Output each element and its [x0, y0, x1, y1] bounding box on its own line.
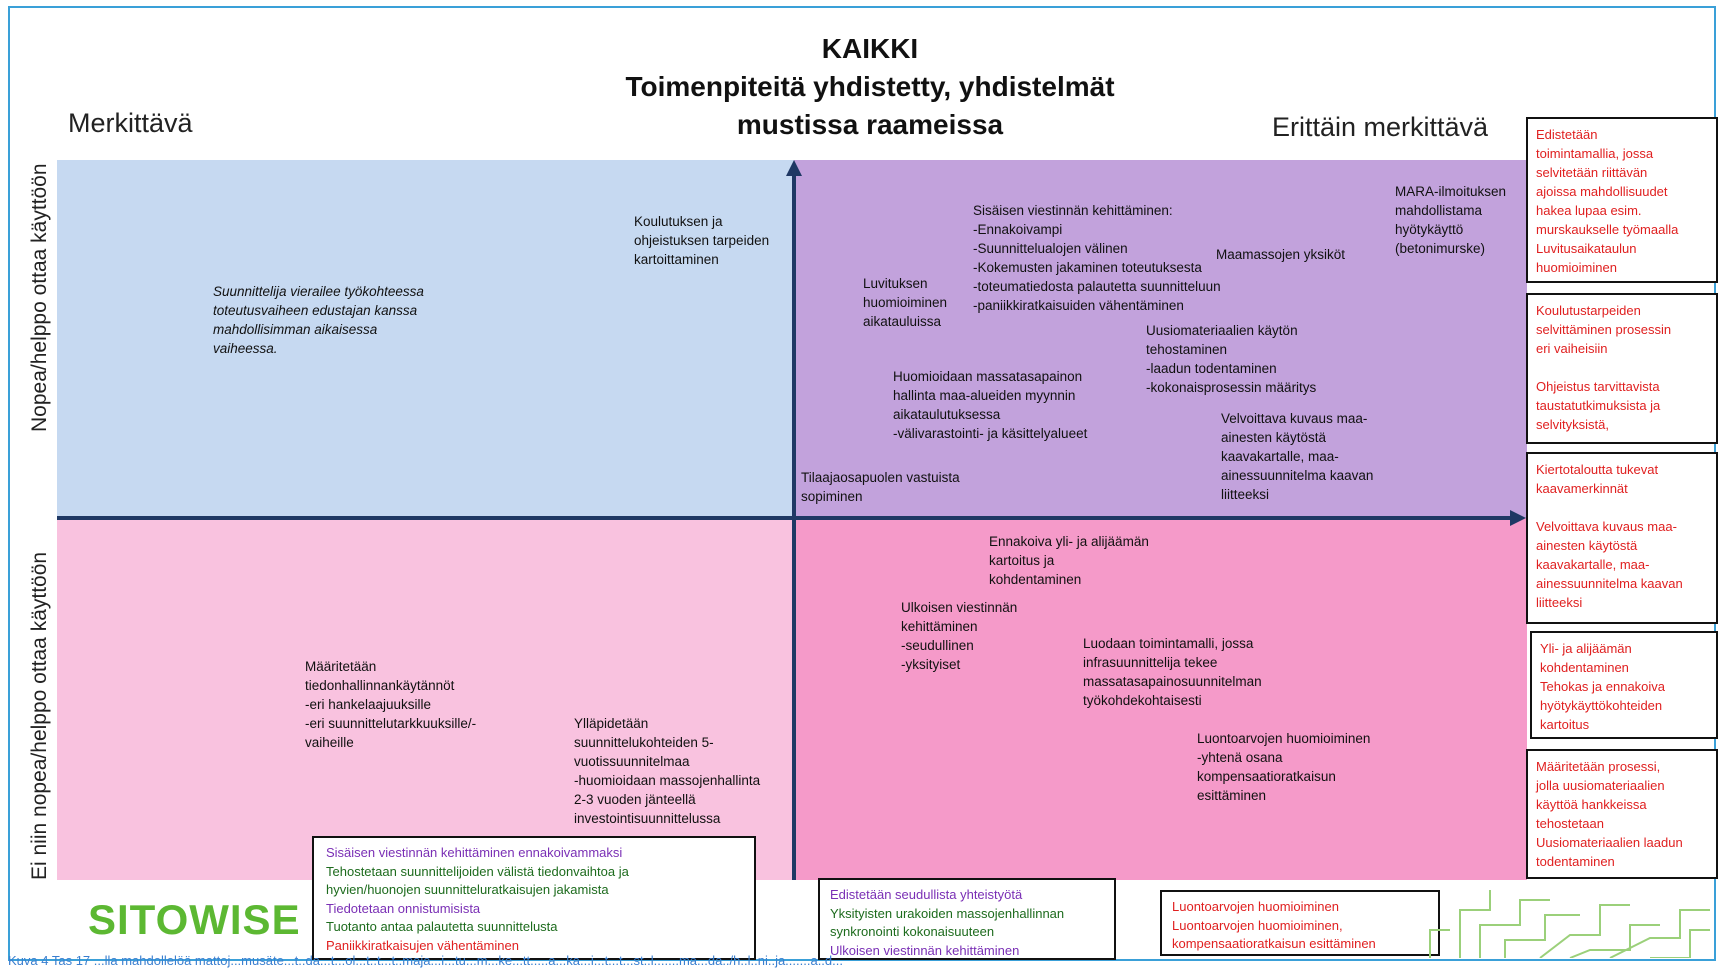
- right-box-3: Kiertotaloutta tukevat kaavamerkinnät Ve…: [1526, 452, 1718, 624]
- note-velvoittava: Velvoittava kuvaus maa- ainesten käytöst…: [1221, 411, 1374, 502]
- note-mara: MARA-ilmoituksen mahdollistama hyötykäyt…: [1395, 184, 1507, 256]
- bottom-box-1-line-2: Tehostetaan suunnittelijoiden välistä ti…: [326, 863, 629, 898]
- note-uusiomateriaalien: Uusiomateriaalien käytön tehostaminen -l…: [1146, 323, 1317, 395]
- right-box-2: Koulutustarpeiden selvittäminen prosessi…: [1526, 293, 1718, 444]
- bottom-box-1-line-1: Sisäisen viestinnän kehittäminen ennakoi…: [326, 845, 623, 860]
- title-line-2: Toimenpiteitä yhdistetty, yhdistelmät: [625, 71, 1115, 102]
- bottom-box-2: Edistetään seudullista yhteistyötä Yksit…: [818, 878, 1116, 960]
- quadrant-bottom-right: [794, 518, 1527, 880]
- note-maamassojen: Maamassojen yksiköt: [1216, 247, 1346, 262]
- bottom-box-3-line-2: Luontoarvojen huomioiminen, kompensaatio…: [1172, 917, 1376, 952]
- note-tilaajaosapuolen: Tilaajaosapuolen vastuista sopiminen: [801, 470, 960, 504]
- decorative-pattern-icon: [1429, 890, 1710, 958]
- x-axis-arrow: [1510, 510, 1526, 526]
- note-massatasapaino: Huomioidaan massatasapainon hallinta maa…: [893, 369, 1088, 441]
- note-koulutus: Koulutuksen ja ohjeistuksen tarpeiden ka…: [634, 214, 770, 267]
- bottom-box-2-line-3: Ulkoisen viestinnän kehittäminen: [830, 942, 1020, 958]
- x-axis-left-label: Merkittävä: [68, 108, 193, 138]
- title-line-3: mustissa raameissa: [736, 109, 1004, 140]
- y-axis-arrow: [786, 160, 802, 176]
- y-axis-top-label: Nopea/helppo ottaa käyttöön: [28, 163, 51, 432]
- title-line-1: KAIKKI: [821, 33, 919, 64]
- note-maaritetaan: Määritetään tiedonhallinnankäytännöt -er…: [305, 659, 477, 750]
- bottom-box-1: Sisäisen viestinnän kehittäminen ennakoi…: [312, 836, 756, 960]
- note-ennakoiva: Ennakoiva yli- ja alijäämän kartoitus ja…: [989, 534, 1149, 587]
- note-luodaan: Luodaan toimintamalli, jossa infrasuunni…: [1083, 636, 1262, 708]
- quadrant-top-left: [57, 160, 794, 518]
- note-luontoarvojen: Luontoarvojen huomioiminen -yhtenä osana…: [1197, 731, 1371, 803]
- bottom-box-1-line-4: Tuotanto antaa palautetta suunnittelusta: [326, 919, 558, 934]
- bottom-box-3: Luontoarvojen huomioiminen Luontoarvojen…: [1160, 890, 1440, 956]
- sitowise-logo: SITOWISE: [88, 896, 301, 943]
- bottom-box-1-line-3: Tiedotetaan onnistumisista: [326, 900, 481, 916]
- bottom-box-2-line-2: Yksityisten urakoiden massojenhallinnan …: [830, 905, 1065, 940]
- note-luvituksen: Luvituksen huomioiminen aikatauluissa: [863, 276, 948, 329]
- page-title: KAIKKI Toimenpiteitä yhdistetty, yhdiste…: [560, 30, 1180, 144]
- quadrant-top-right: [794, 160, 1527, 518]
- quadrant-bottom-left: [57, 518, 794, 880]
- note-suunnittelija: Suunnittelija vierailee työkohteessa tot…: [213, 284, 424, 356]
- bottom-box-2-line-1: Edistetään seudullista yhteistyötä: [830, 887, 1023, 902]
- figure-caption: Kuva 4 Tas 17 ...lla mahdollelöä mattoj.…: [8, 954, 843, 968]
- x-axis-right-label: Erittäin merkittävä: [1272, 112, 1489, 142]
- note-yllapidetaan: Ylläpidetään suunnittelukohteiden 5- vuo…: [574, 716, 761, 826]
- bottom-box-1-line-5: Paniikkiratkaisujen vähentäminen: [326, 937, 519, 953]
- note-sisainen-viestinta: Sisäisen viestinnän kehittäminen: -Ennak…: [973, 203, 1221, 313]
- note-ulkoisen: Ulkoisen viestinnän kehittäminen -seudul…: [901, 600, 1018, 672]
- right-box-1: Edistetään toimintamallia, jossa selvite…: [1526, 117, 1718, 283]
- right-box-4: Yli- ja alijäämän kohdentaminen Tehokas …: [1530, 631, 1718, 739]
- bottom-box-3-line-1: Luontoarvojen huomioiminen: [1172, 899, 1339, 914]
- y-axis-bottom-label: Ei niin nopea/helppo ottaa käyttöön: [28, 551, 51, 880]
- right-box-5: Määritetään prosessi, jolla uusiomateria…: [1526, 749, 1718, 879]
